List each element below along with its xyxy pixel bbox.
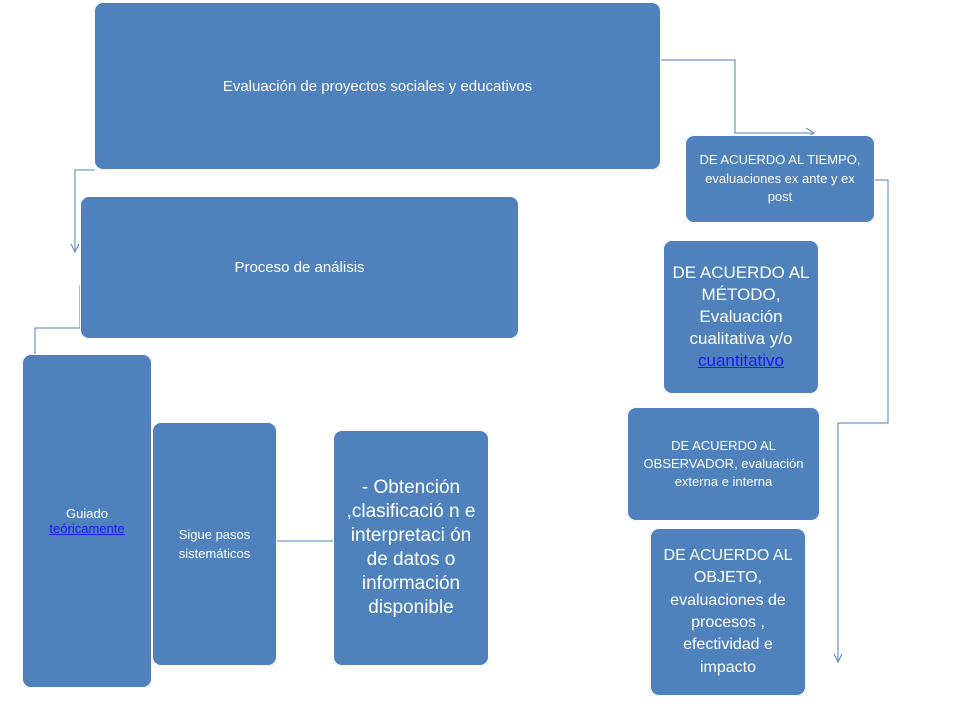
observador-node: DE ACUERDO AL OBSERVADOR, evaluación ext… xyxy=(627,407,820,521)
guiado-node: Guiado teóricamente xyxy=(22,354,152,688)
proceso-node: Proceso de análisis xyxy=(80,196,519,339)
guiado-node-link[interactable]: teóricamente xyxy=(49,521,125,536)
guiado-node-label: Guiado xyxy=(66,506,108,521)
tiempo-node: DE ACUERDO AL TIEMPO, evaluaciones ex an… xyxy=(685,135,875,223)
objeto-node: DE ACUERDO AL OBJETO, evaluaciones de pr… xyxy=(650,528,806,696)
tiempo-node-label: DE ACUERDO AL TIEMPO, evaluaciones ex an… xyxy=(699,151,861,205)
obtencion-node: - Obtención ,clasificació n e interpreta… xyxy=(333,430,489,666)
observador-node-label: DE ACUERDO AL OBSERVADOR, evaluación ext… xyxy=(643,437,804,490)
sigue-node: Sigue pasos sistemáticos xyxy=(152,422,277,666)
arrowhead-objeto xyxy=(833,653,843,664)
objeto-node-label: DE ACUERDO AL OBJETO, evaluaciones de pr… xyxy=(663,546,793,676)
obtencion-node-label: - Obtención ,clasificació n e interpreta… xyxy=(346,476,476,619)
connector-root-proceso xyxy=(74,169,95,250)
metodo-node-link[interactable]: cuantitativo xyxy=(698,351,784,371)
arrowhead-proceso xyxy=(70,243,80,254)
root-node: Evaluación de proyectos sociales y educa… xyxy=(94,2,661,170)
metodo-node: DE ACUERDO AL MÉTODO, Evaluación cualita… xyxy=(663,240,819,394)
connector-right-vertical xyxy=(837,179,889,660)
proceso-node-label: Proceso de análisis xyxy=(234,259,365,276)
sigue-node-label: Sigue pasos sistemáticos xyxy=(178,526,251,562)
root-node-label: Evaluación de proyectos sociales y educa… xyxy=(222,77,533,95)
connector-root-tiempo xyxy=(660,59,812,134)
connector-proceso-guiado xyxy=(34,285,81,357)
metodo-node-label: DE ACUERDO AL MÉTODO, Evaluación cualita… xyxy=(672,262,810,349)
